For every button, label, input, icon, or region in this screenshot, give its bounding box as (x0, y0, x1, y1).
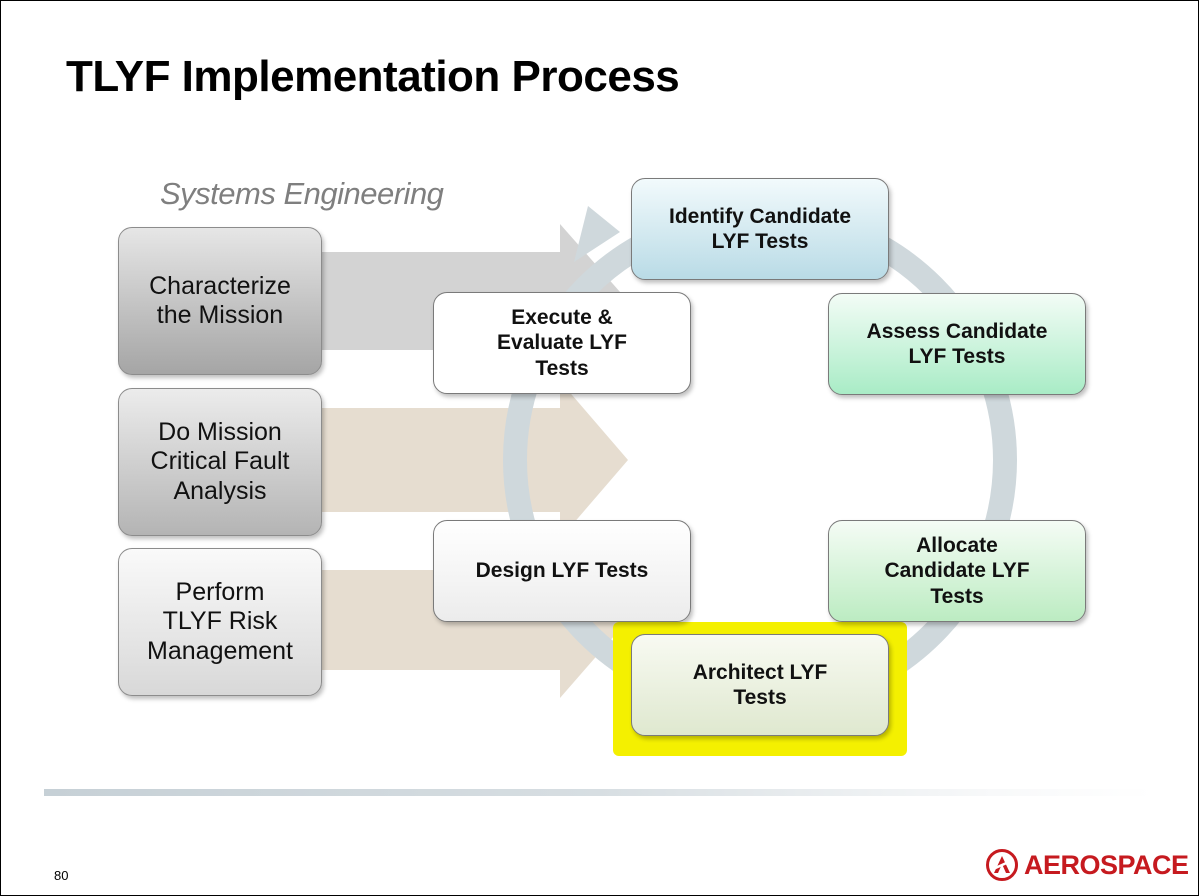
step-allocate: Allocate Candidate LYF Tests (828, 520, 1086, 622)
aerospace-logo-icon (986, 849, 1018, 881)
step-architect: Architect LYF Tests (631, 634, 889, 736)
risk-management-box: Perform TLYF Risk Management (118, 548, 322, 696)
risk-management-label: Perform TLYF Risk Management (147, 577, 293, 665)
fault-analysis-box: Do Mission Critical Fault Analysis (118, 388, 322, 536)
step-assess: Assess Candidate LYF Tests (828, 293, 1086, 395)
aerospace-logo-text: AEROSPACE (1024, 849, 1189, 880)
step-design-label: Design LYF Tests (475, 559, 649, 583)
step-identify-label: Identify Candidate LYF Tests (668, 204, 852, 253)
cycle-arrowhead (574, 206, 620, 262)
aerospace-logo: AEROSPACE (985, 848, 1189, 882)
fault-analysis-label: Do Mission Critical Fault Analysis (150, 417, 290, 505)
page-number: 80 (54, 868, 69, 883)
step-execute: Execute & Evaluate LYF Tests (433, 292, 691, 394)
slide-title: TLYF Implementation Process (66, 52, 680, 101)
step-execute-label: Execute & Evaluate LYF Tests (497, 306, 627, 380)
characterize-mission-box: Characterize the Mission (118, 227, 322, 375)
section-label: Systems Engineering (160, 176, 444, 211)
step-architect-label: Architect LYF Tests (692, 660, 828, 709)
step-identify: Identify Candidate LYF Tests (631, 178, 889, 280)
arrow-fault-analysis (300, 381, 628, 539)
step-design: Design LYF Tests (433, 520, 691, 622)
step-allocate-label: Allocate Candidate LYF Tests (884, 534, 1030, 608)
footer-divider (44, 789, 1154, 796)
step-assess-label: Assess Candidate LYF Tests (866, 319, 1048, 368)
characterize-mission-label: Characterize the Mission (149, 271, 291, 330)
